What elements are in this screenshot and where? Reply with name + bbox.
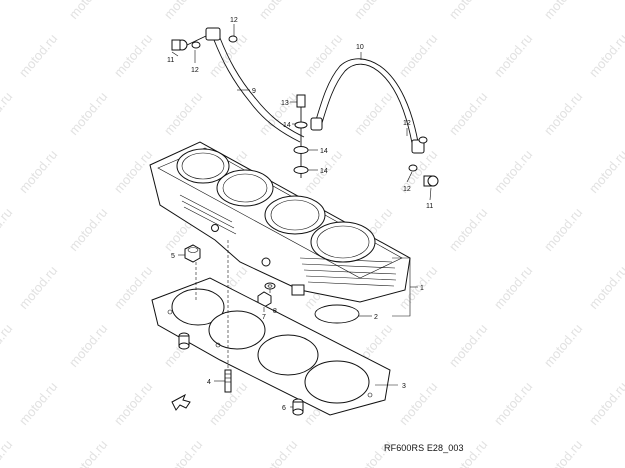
watermark-text: motod.ru [396,31,440,80]
cylinder-bore-1 [176,148,230,184]
watermark-text: motod.ru [446,321,490,370]
block-bracket [291,284,305,296]
label-14-b: 14 [320,148,328,155]
union-bolt-13 [296,94,306,108]
bolt-head-left [171,39,181,51]
diagram-reference-code: RF600RS E28_003 [384,443,464,453]
gasket-right-bottom [408,164,418,172]
watermark-text: motod.ru [541,205,585,254]
oil-hose-left [171,27,305,143]
watermark-text: motod.ru [491,31,535,80]
gasket-left-bottom [191,41,201,49]
watermark-text: motod.ru [0,205,15,254]
watermark-text: motod.ru [256,437,300,468]
label-7: 7 [262,314,266,321]
label-9: 9 [252,88,256,95]
oil-hose-right [310,58,439,187]
watermark-text: motod.ru [541,321,585,370]
cylinder-base-gasket-3 [151,277,391,416]
watermark-text: motod.ru [0,321,15,370]
hose-fitting-left [205,27,221,41]
o-ring-2 [314,304,360,324]
watermark-text: motod.ru [16,263,60,312]
cylinder-bore-2 [216,169,274,207]
nut-5 [184,244,201,263]
label-4: 4 [207,379,211,386]
label-12-right-bottom: 12 [403,186,411,193]
label-14-a: 14 [283,122,291,129]
watermark-text: motod.ru [301,31,345,80]
watermark-text: motod.ru [16,379,60,428]
gasket-right-top [418,136,428,144]
watermark-text: motod.ru [586,31,625,80]
watermark-text: motod.ru [586,147,625,196]
part-labels: 1 2 3 4 5 6 7 8 9 10 11 11 12 12 12 12 1… [167,17,433,412]
watermark-text: motod.ru [0,89,15,138]
dowel-6-lower [292,398,304,416]
label-13: 13 [281,100,289,107]
watermark-text: motod.ru [66,321,110,370]
watermark-text: motod.ru [491,379,535,428]
watermark-text: motod.ru [161,437,205,468]
watermark-text: motod.ru [446,205,490,254]
label-2: 2 [374,314,378,321]
label-11-right: 11 [426,203,433,210]
label-3: 3 [402,383,406,390]
label-5: 5 [171,253,175,260]
watermark-text: motod.ru [111,263,155,312]
watermark-text: motod.ru [111,31,155,80]
washer-14c [293,166,309,174]
hose-fitting-center [310,117,323,131]
label-1: 1 [420,285,424,292]
watermark-text: motod.ru [491,263,535,312]
watermark-text: motod.ru [491,147,535,196]
watermark-text: motod.ru [0,437,15,468]
cylinder-bore-4 [310,221,376,263]
banjo-bolt-right [427,175,439,187]
stud-4 [224,369,232,393]
watermark-text: motod.ru [256,89,300,138]
label-12-right-top: 12 [403,120,411,127]
watermark-text: motod.ru [541,437,585,468]
watermark-text: motod.ru [586,379,625,428]
watermark-text: motod.ru [446,0,490,22]
front-direction-arrow-icon [171,393,191,411]
leader-lines [171,24,432,408]
cylinder-bore-3 [264,195,326,235]
watermark-text: motod.ru [586,263,625,312]
label-8: 8 [273,308,277,315]
watermark-text: motod.ru [0,0,15,22]
washer-8 [264,282,276,290]
gasket-left-top [228,35,238,43]
watermark-text: motod.ru [66,437,110,468]
label-12-left-bottom: 12 [191,67,199,74]
label-12-left-top: 12 [230,17,238,24]
watermark-text: motod.ru [16,147,60,196]
watermark-text: motod.ru [446,89,490,138]
watermark-text: motod.ru [66,0,110,22]
label-10: 10 [356,44,364,51]
washer-14a [294,121,308,129]
label-6: 6 [282,405,286,412]
union-bolt-stack [293,94,309,178]
watermark-text: motod.ru [351,89,395,138]
watermark-text: motod.ru [161,89,205,138]
label-14-c: 14 [320,168,328,175]
watermark-text: motod.ru [351,0,395,22]
watermark-text: motod.ru [111,379,155,428]
watermark-text: motod.ru [66,89,110,138]
watermark-text: motod.ru [111,147,155,196]
label-11-left: 11 [167,57,174,64]
watermark-text: motod.ru [16,31,60,80]
washer-14b [293,146,309,154]
dowel-6-upper [178,332,190,350]
watermark-text: motod.ru [66,205,110,254]
watermark-text: motod.ru [256,0,300,22]
watermark-text: motod.ru [161,0,205,22]
watermark-text: motod.ru [541,0,585,22]
watermark-text: motod.ru [541,89,585,138]
